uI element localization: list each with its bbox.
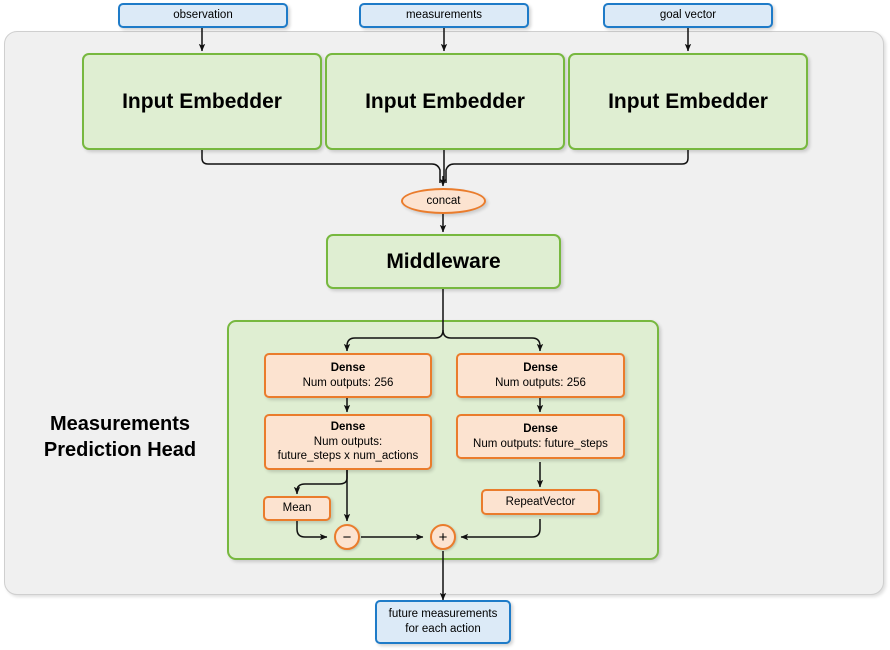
measurements-prediction-head-label: Measurements Prediction Head (20, 411, 220, 463)
input-goal-vector[interactable]: goal vector (603, 3, 773, 28)
input-embedder-1[interactable]: Input Embedder (82, 53, 322, 150)
right-dense-256-title: Dense (523, 362, 558, 374)
output-line1: future measurements (388, 608, 498, 620)
subtract-operator[interactable]: − (334, 524, 360, 550)
concat-node[interactable]: concat (401, 188, 486, 214)
right-dense-256[interactable]: Dense Num outputs: 256 (456, 353, 625, 398)
left-dense-fsna-outputs-value: future_steps x num_actions (277, 450, 419, 463)
input-embedder-2[interactable]: Input Embedder (325, 53, 565, 150)
concat-label: concat (426, 195, 461, 207)
input-embedder-1-label: Input Embedder (122, 89, 282, 113)
head-label-line2: Prediction Head (43, 439, 197, 461)
left-dense-future-steps-num-actions[interactable]: Dense Num outputs: future_steps x num_ac… (264, 414, 432, 470)
input-measurements[interactable]: measurements (359, 3, 529, 28)
mean-label: Mean (282, 502, 312, 515)
output-future-measurements[interactable]: future measurements for each action (375, 600, 511, 644)
middleware-label: Middleware (386, 249, 501, 273)
input-embedder-2-label: Input Embedder (365, 89, 525, 113)
input-embedder-3-label: Input Embedder (608, 89, 768, 113)
input-observation-label: observation (173, 9, 233, 21)
subtract-operator-symbol: − (342, 528, 352, 546)
mean-block[interactable]: Mean (263, 496, 331, 521)
input-embedder-3[interactable]: Input Embedder (568, 53, 808, 150)
output-line2: for each action (405, 623, 481, 635)
add-operator-symbol: + (438, 528, 448, 546)
left-dense-fsna-outputs-label: Num outputs: (313, 435, 383, 448)
right-dense-future-steps[interactable]: Dense Num outputs: future_steps (456, 414, 625, 459)
head-label-line1: Measurements (49, 413, 191, 435)
input-measurements-label: measurements (405, 9, 483, 21)
right-dense-fs-title: Dense (523, 423, 558, 435)
left-dense-256-title: Dense (330, 362, 366, 374)
middleware-block[interactable]: Middleware (326, 234, 561, 289)
left-dense-fsna-title: Dense (330, 421, 366, 434)
input-observation[interactable]: observation (118, 3, 288, 28)
add-operator[interactable]: + (430, 524, 456, 550)
input-goal-vector-label: goal vector (659, 9, 717, 21)
right-dense-fs-outputs: Num outputs: future_steps (473, 437, 608, 450)
repeat-vector-block[interactable]: RepeatVector (481, 489, 600, 515)
left-dense-256-outputs: Num outputs: 256 (302, 376, 394, 389)
right-dense-256-outputs: Num outputs: 256 (495, 376, 586, 389)
repeat-vector-label: RepeatVector (505, 495, 576, 508)
left-dense-256[interactable]: Dense Num outputs: 256 (264, 353, 432, 398)
